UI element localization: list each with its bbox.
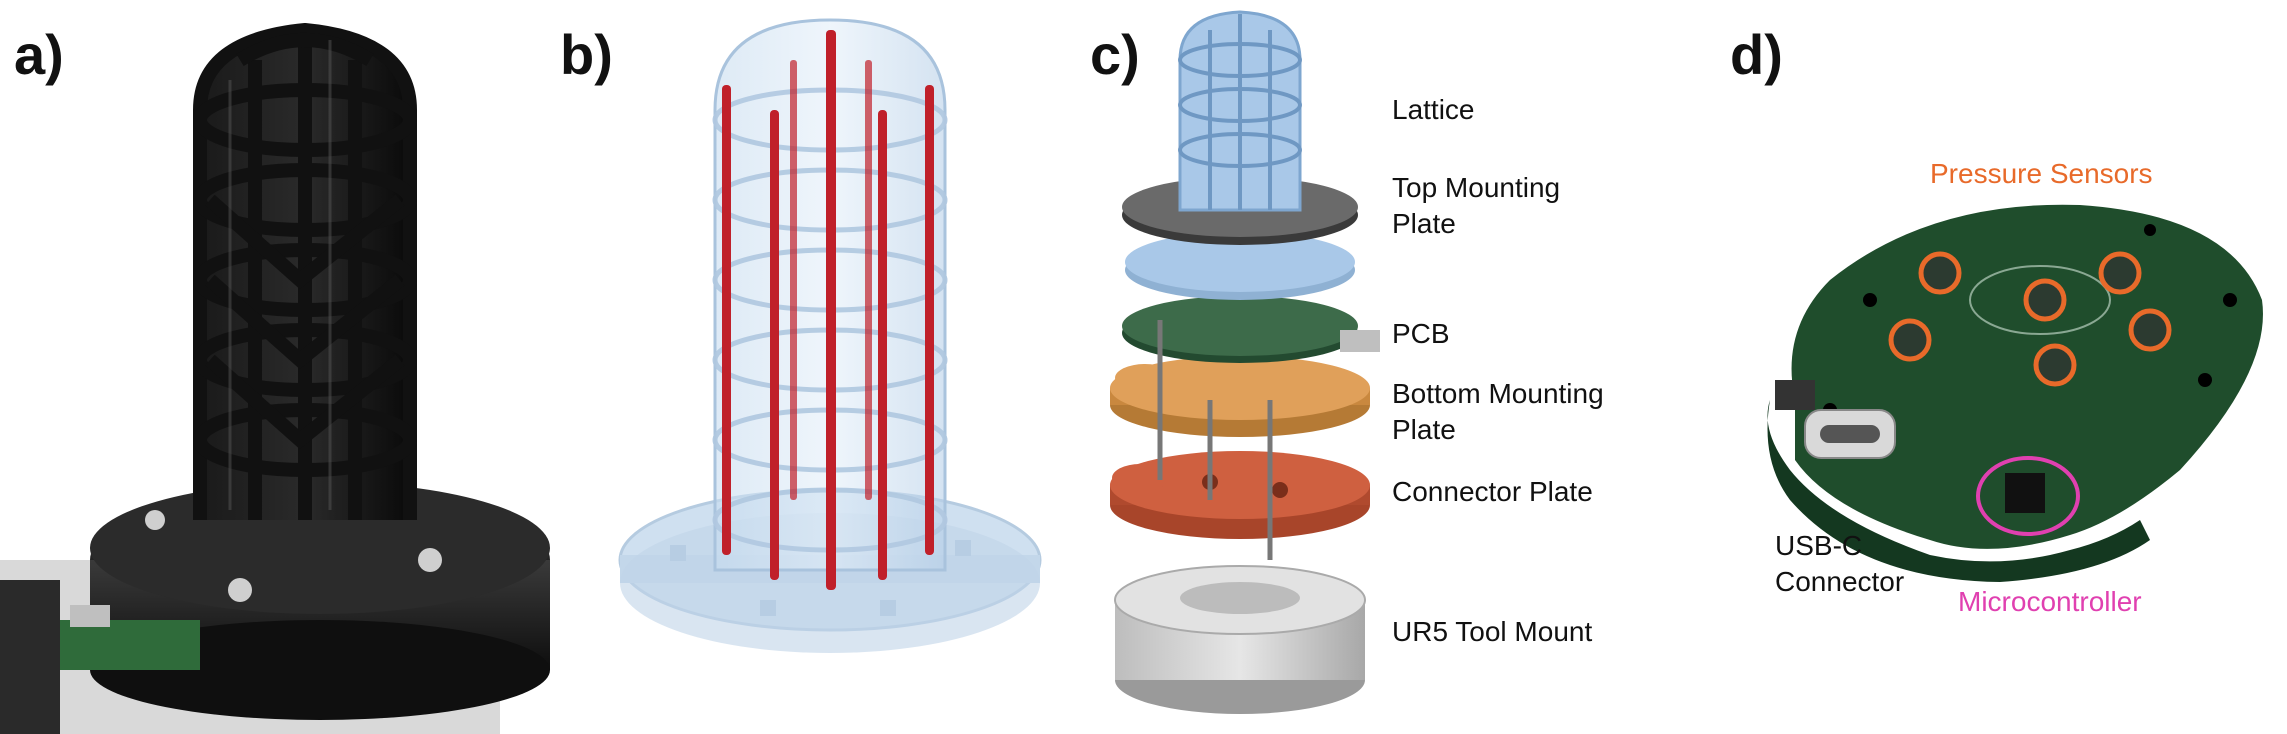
annotation-pressure-sensors: Pressure Sensors — [1930, 158, 2153, 189]
panel-label-d: d) — [1730, 23, 1783, 86]
sensor-channels — [722, 30, 934, 590]
pcb-layer — [1122, 296, 1380, 363]
panel-c-exploded — [1110, 10, 1380, 714]
panel-label-b: b) — [560, 23, 613, 86]
panel-d-pcb — [1767, 204, 2263, 582]
pressure-sensor-rings — [1888, 251, 2172, 387]
callout-top-mounting-plate: Top Mounting Plate — [1392, 172, 1561, 239]
callout-pcb: PCB — [1392, 318, 1450, 349]
lattice-exploded — [1178, 10, 1302, 212]
callout-ur5-tool-mount: UR5 Tool Mount — [1392, 616, 1593, 647]
connector-plate — [1110, 451, 1370, 539]
ur5-tool-mount — [1114, 565, 1366, 714]
annotation-usb-c-connector: USB-C Connector — [1775, 530, 1905, 597]
panel-a-photo — [0, 22, 550, 734]
callout-bottom-mounting-plate: Bottom Mounting Plate — [1392, 378, 1604, 445]
usb-c-connector-part — [1775, 380, 1896, 459]
callout-connector-plate: Connector Plate — [1392, 476, 1593, 507]
panel-label-a: a) — [14, 23, 64, 86]
lattice-plate — [1125, 232, 1355, 300]
microcontroller-chip — [1976, 456, 2080, 536]
bottom-mounting-plate — [1110, 356, 1370, 437]
callout-lattice: Lattice — [1392, 94, 1475, 125]
panel-b-model — [618, 18, 1042, 653]
panel-label-c: c) — [1090, 23, 1140, 86]
printed-lattice — [193, 22, 417, 520]
pcb-board — [1791, 204, 2263, 549]
pcb-edge — [60, 620, 200, 670]
annotation-microcontroller: Microcontroller — [1958, 586, 2142, 617]
